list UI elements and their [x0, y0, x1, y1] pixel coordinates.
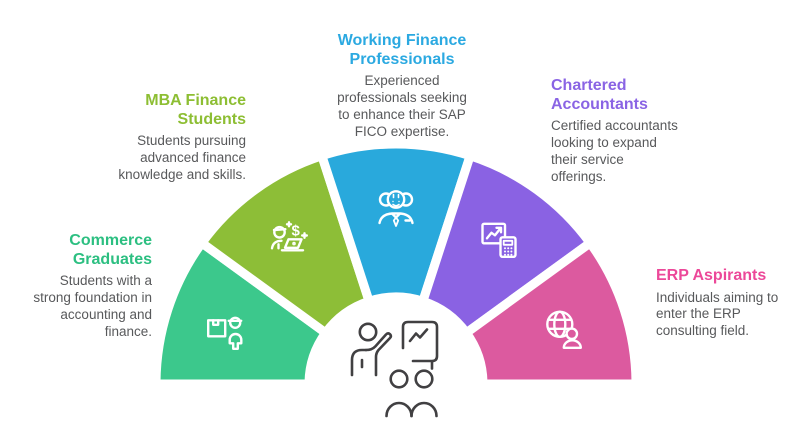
label-mba-finance-students: MBA Finance Students Students pursuing a…: [101, 92, 246, 184]
segment-description: Experienced professionals seeking to enh…: [337, 73, 467, 139]
label-commerce-graduates: Commerce Graduates Students with a stron…: [2, 232, 152, 341]
segment-title: Commerce Graduates: [69, 232, 152, 268]
label-working-finance-professionals: Working Finance Professionals Experience…: [294, 32, 510, 141]
segment-title: Chartered Accountants: [551, 77, 648, 113]
segment-description: Individuals aiming to enter the ERP cons…: [656, 289, 779, 339]
segment-description: Students with a strong foundation in acc…: [33, 273, 152, 339]
segment-description: Certified accountants looking to expand …: [551, 118, 678, 184]
label-erp-aspirants: ERP Aspirants Individuals aiming to ente…: [656, 267, 809, 340]
fan-segments: [151, 139, 641, 389]
segment-title: MBA Finance Students: [145, 92, 246, 128]
segment-title: ERP Aspirants: [656, 267, 767, 284]
segment-erp-aspirants: [460, 236, 641, 389]
segment-description: Students pursuing advanced finance knowl…: [118, 133, 246, 182]
segment-title: Working Finance Professionals: [337, 32, 467, 68]
label-chartered-accountants: Chartered Accountants Certified accounta…: [551, 77, 701, 186]
trainer-presentation-icon: [350, 320, 439, 418]
